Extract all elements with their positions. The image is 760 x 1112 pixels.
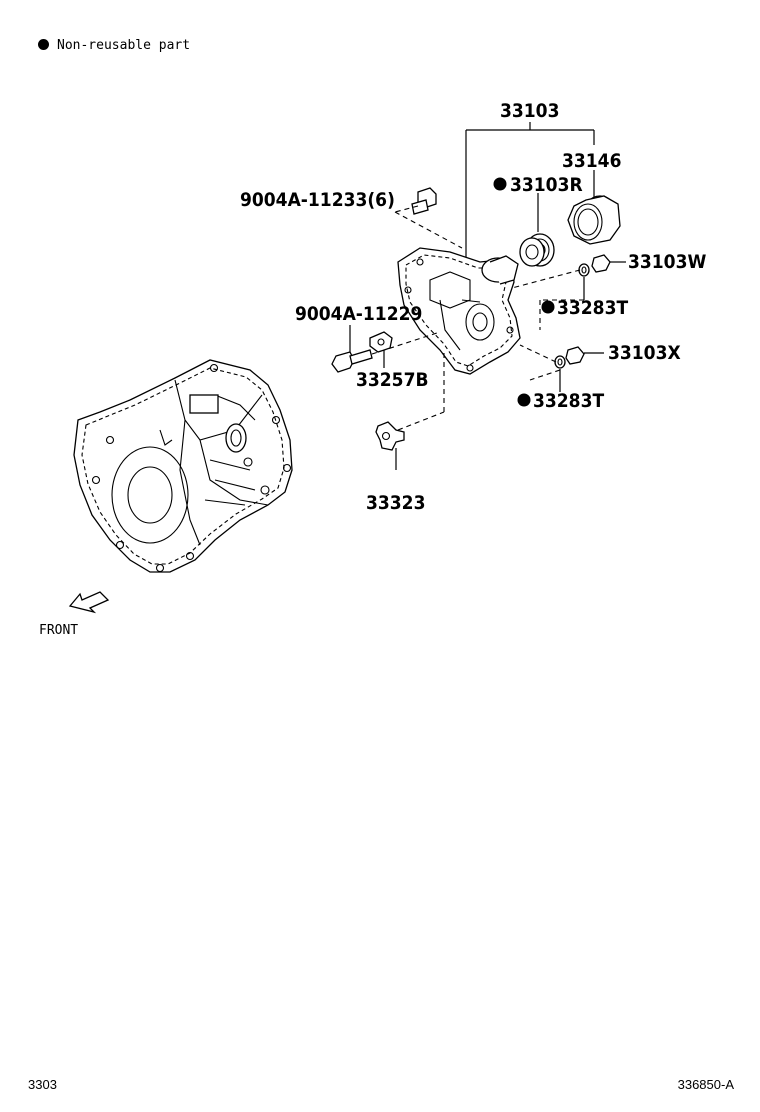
non-reusable-bullet-icon <box>541 300 555 314</box>
plug-33103x-drawing <box>519 344 604 392</box>
legend-text: Non-reusable part <box>57 38 191 53</box>
legend: Non-reusable part <box>38 38 190 53</box>
non-reusable-bullet-icon <box>38 39 49 50</box>
part-label-33103x: 33103X <box>608 342 681 364</box>
non-reusable-bullet-icon <box>517 393 531 407</box>
bracket-33257b-drawing <box>369 331 393 368</box>
part-label-33103: 33103 <box>500 100 559 122</box>
footer-page-code: 3303 <box>28 1077 57 1092</box>
leader-33103-bracket <box>465 122 595 258</box>
extension-housing-drawing <box>397 247 521 375</box>
front-label: FRONT <box>39 623 78 638</box>
part-label-33323: 33323 <box>366 492 425 514</box>
part-label-9004a-11229: 9004A-11229 <box>295 303 422 325</box>
part-label-33283t-lower: 33283T <box>533 390 604 412</box>
part-label-33103w: 33103W <box>628 251 706 273</box>
part-label-33283t-upper: 33283T <box>557 297 628 319</box>
bolt-9004a-11233-drawing <box>394 187 463 249</box>
sensor-33323-drawing <box>375 352 445 470</box>
transmission-case-drawing <box>73 359 293 573</box>
bearing-33103r-drawing <box>519 193 555 267</box>
part-label-33257b: 33257B <box>356 369 429 391</box>
oil-seal-33146-drawing <box>567 170 621 245</box>
part-label-33103r: 33103R <box>510 174 583 196</box>
front-arrow-icon <box>68 591 110 614</box>
footer-figure-id: 336850-A <box>677 1077 734 1092</box>
plug-33103w-drawing <box>511 254 626 330</box>
part-label-33146: 33146 <box>562 150 621 172</box>
part-label-9004a-11233: 9004A-11233(6) <box>240 189 395 211</box>
non-reusable-bullet-icon <box>493 177 507 191</box>
